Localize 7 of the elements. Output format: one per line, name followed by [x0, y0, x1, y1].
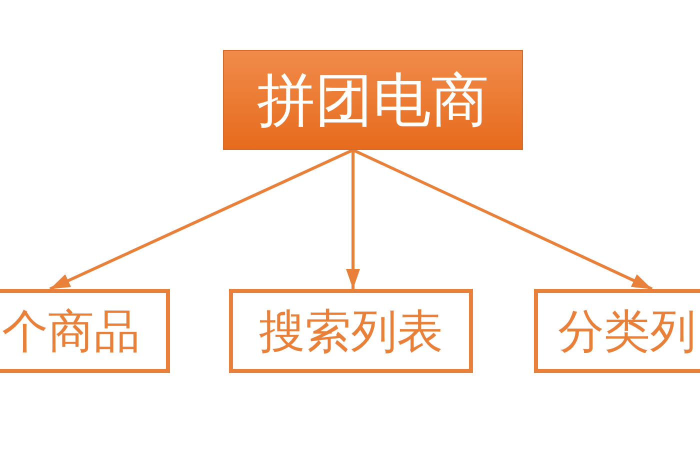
root-box: 拼团电商	[223, 50, 523, 150]
arrow	[352, 148, 653, 290]
arrow	[346, 150, 360, 289]
arrow	[49, 148, 354, 290]
branch-box: 分类列	[534, 289, 700, 373]
branch-box: 搜索列表	[229, 289, 473, 373]
branch-box: 个商品	[0, 289, 170, 373]
